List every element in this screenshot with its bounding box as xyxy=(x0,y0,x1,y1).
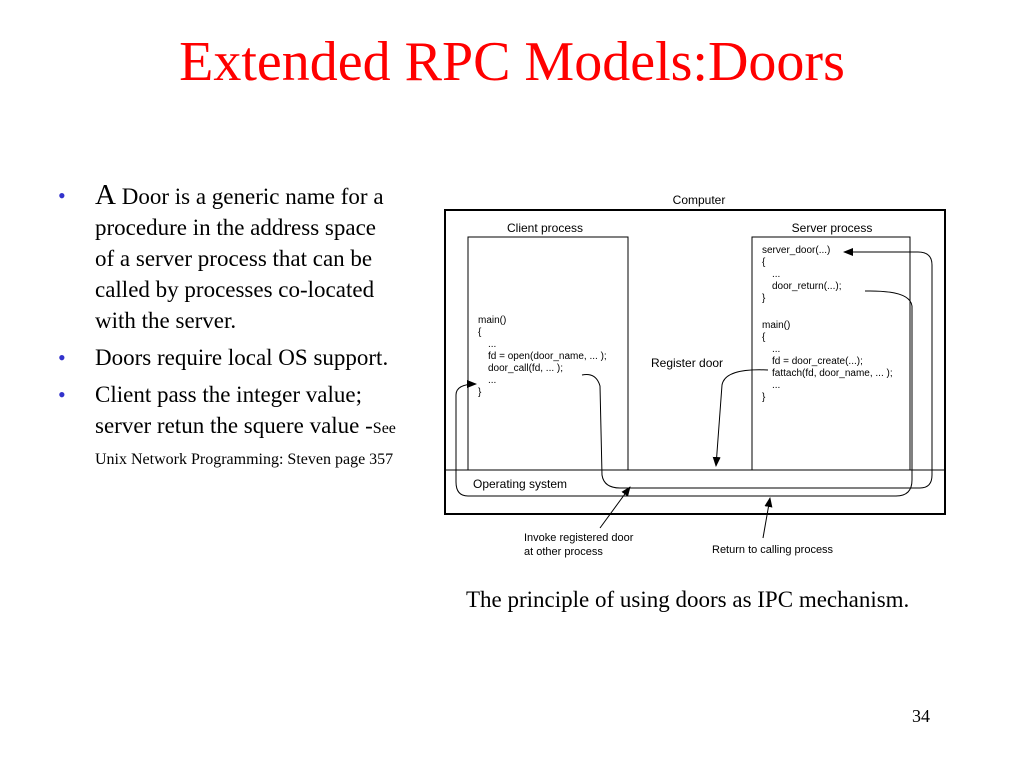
invoke-callout-arrow xyxy=(599,486,631,529)
diagram-canvas: Computer Client process Server process O… xyxy=(444,193,946,558)
bullet-dot-icon: • xyxy=(58,382,66,407)
bullet-item: • A Door is a generic name for a procedu… xyxy=(58,180,398,336)
bullet-text: Client pass the integer value; server re… xyxy=(95,382,373,438)
client-code-line: fd = open(door_name, ... ); xyxy=(488,351,607,362)
client-code: main() { ... fd = open(door_name, ... );… xyxy=(478,315,607,398)
client-code-line: } xyxy=(478,387,482,398)
server-code-line: fattach(fd, door_name, ... ); xyxy=(772,368,893,379)
client-code-line: ... xyxy=(488,339,496,350)
return-label: Return to calling process xyxy=(712,544,834,556)
server-code: server_door(...) { ... door_return(...);… xyxy=(762,245,893,403)
server-code-line: server_door(...) xyxy=(762,245,830,256)
invoke-door-label: at other process xyxy=(524,546,603,558)
server-code-line: } xyxy=(762,293,766,304)
bullet-reference-note: See Unix Network Programming: Steven pag… xyxy=(95,420,396,468)
register-door-arrow xyxy=(712,369,769,467)
return-path xyxy=(455,290,913,497)
return-callout-arrow xyxy=(762,497,773,539)
server-code-line: door_return(...); xyxy=(772,281,841,292)
server-code-line: ... xyxy=(772,344,780,355)
os-label: Operating system xyxy=(473,477,567,491)
figure-caption: The principle of using doors as IPC mech… xyxy=(466,587,910,612)
bullet-item: • Client pass the integer value; server … xyxy=(58,379,398,472)
client-process-label: Client process xyxy=(507,221,583,235)
server-code-line: main() xyxy=(762,320,790,331)
computer-label: Computer xyxy=(673,193,726,207)
server-process-label: Server process xyxy=(792,221,873,235)
client-code-line: ... xyxy=(488,375,496,386)
doors-ipc-diagram: Computer Client process Server process O… xyxy=(440,190,960,570)
server-code-line: } xyxy=(762,392,766,403)
server-code-line: { xyxy=(762,257,766,268)
server-code-line: ... xyxy=(772,269,780,280)
client-code-line: door_call(fd, ... ); xyxy=(488,363,563,374)
bullet-text: Door is a generic name for a procedure i… xyxy=(95,184,384,333)
client-code-line: { xyxy=(478,327,482,338)
bullet-dot-icon: • xyxy=(58,183,66,208)
bullet-item: • Doors require local OS support. xyxy=(58,342,398,373)
bullet-lead: A xyxy=(95,179,116,211)
page-number: 34 xyxy=(912,706,930,726)
server-code-line: { xyxy=(762,332,766,343)
server-code-line: fd = door_create(...); xyxy=(772,356,863,367)
server-code-line: ... xyxy=(772,380,780,391)
bullet-dot-icon: • xyxy=(58,345,66,370)
invoke-door-label: Invoke registered door xyxy=(524,532,634,544)
computer-box xyxy=(444,209,946,515)
slide-title: Extended RPC Models:Doors xyxy=(179,31,845,93)
register-door-label: Register door xyxy=(651,356,723,370)
client-code-line: main() xyxy=(478,315,506,326)
bullet-text: Doors require local OS support. xyxy=(95,345,389,370)
invoke-door-path xyxy=(581,248,933,489)
bullet-list: • A Door is a generic name for a procedu… xyxy=(58,180,398,478)
